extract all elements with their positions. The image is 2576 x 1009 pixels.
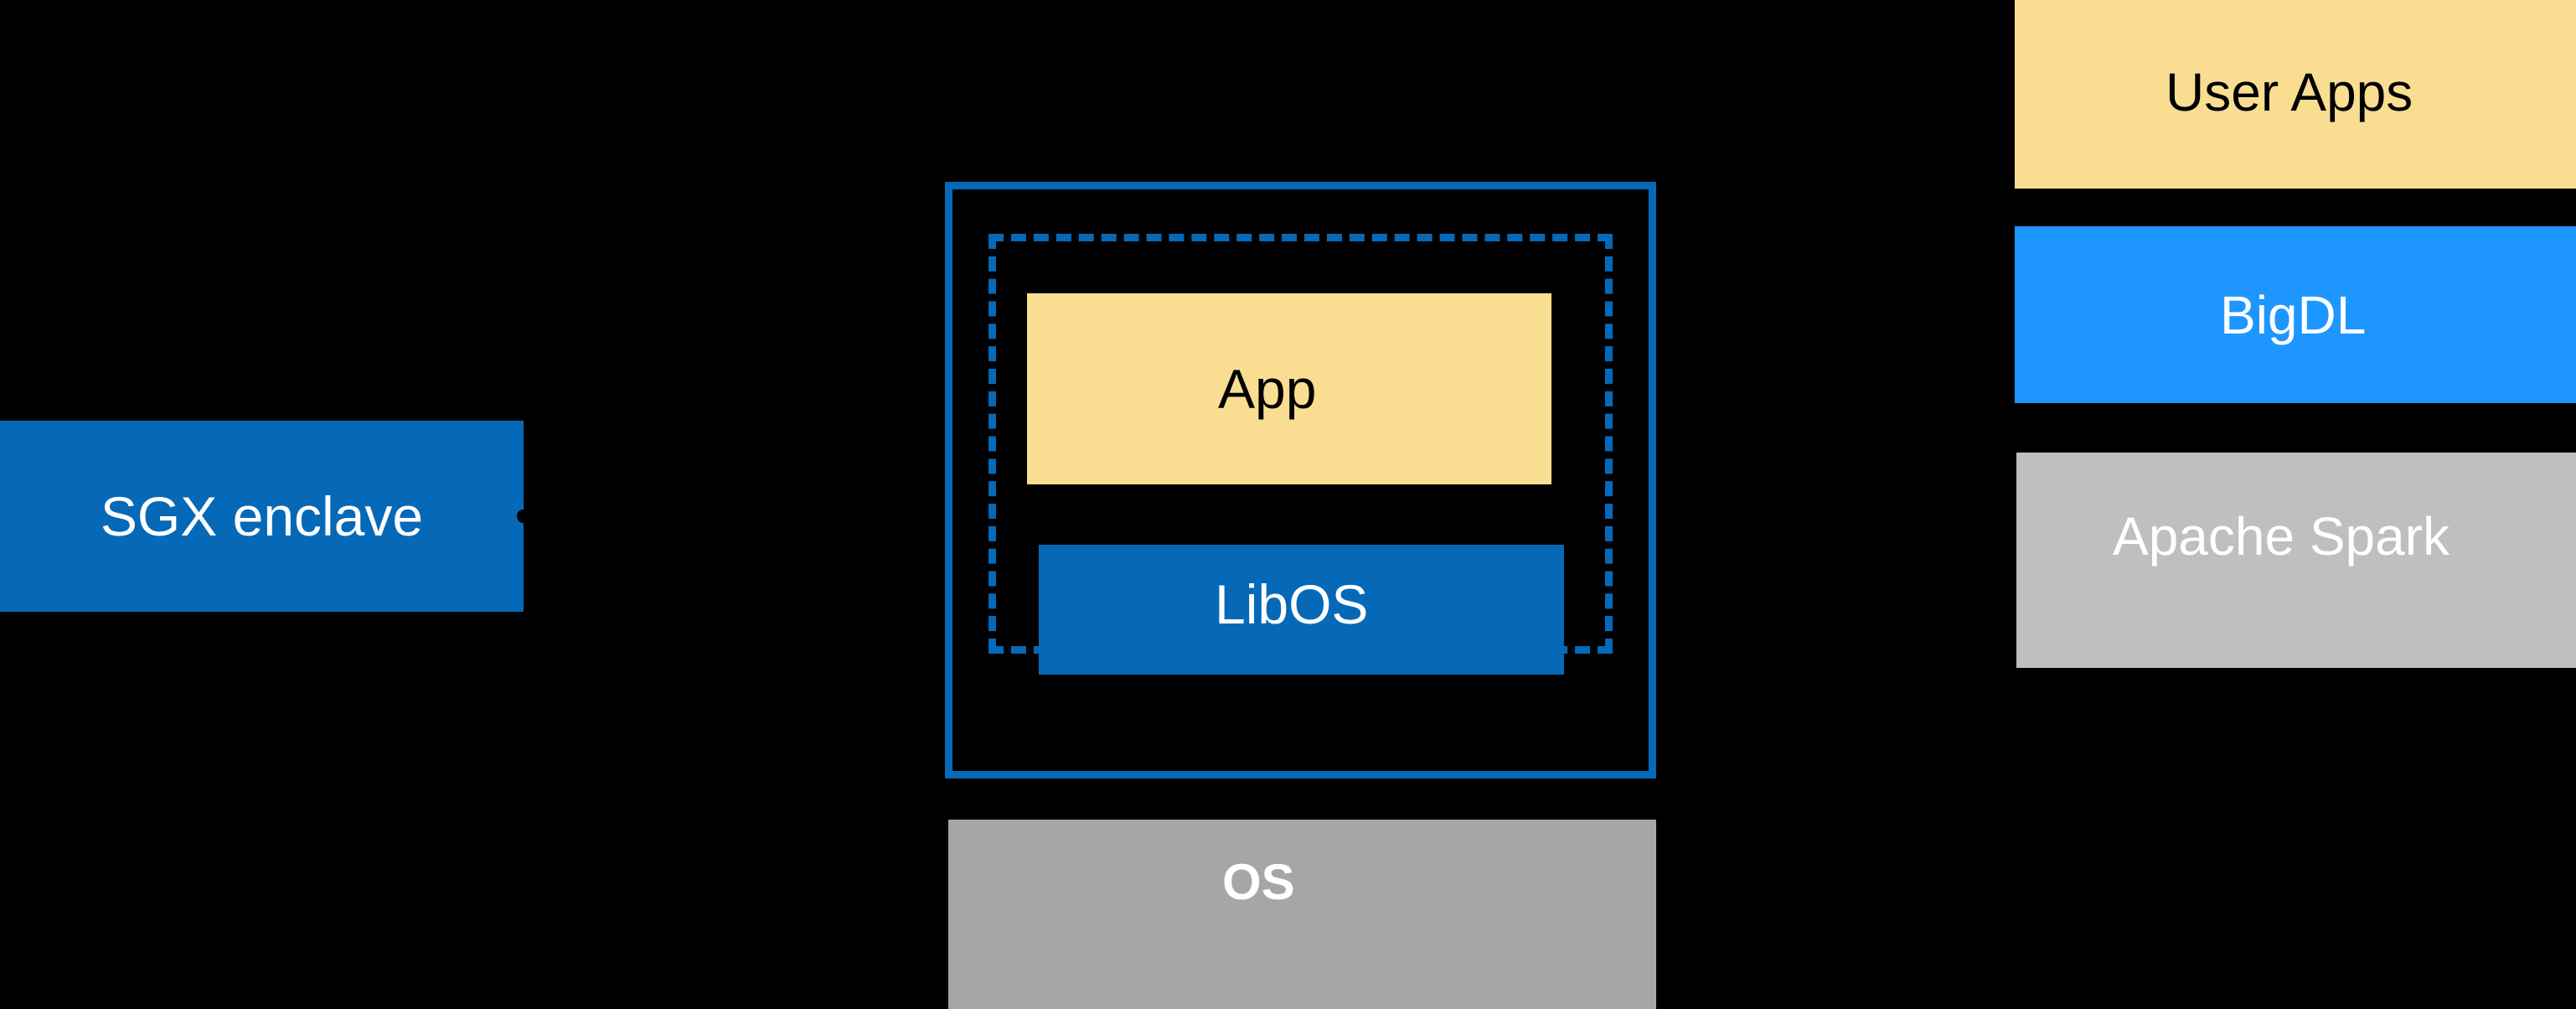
sgx-connector-arrowhead-icon [517,510,529,523]
user-apps-label: User Apps [2166,62,2413,122]
user-apps-box: User Apps [2015,0,2576,189]
sgx-enclave-box: SGX enclave [0,421,524,612]
os-label: OS [1222,854,1295,910]
app-box: App [1027,293,1551,484]
os-box: OS [948,820,1656,1009]
apache-spark-box: Apache Spark [2016,453,2576,668]
bigdl-label: BigDL [2220,284,2367,345]
app-label: App [1218,358,1317,420]
bigdl-box: BigDL [2015,226,2576,403]
sgx-enclave-label: SGX enclave [100,485,424,547]
enclave-outer-frame [945,182,1656,779]
apache-spark-label: Apache Spark [2113,506,2450,567]
libos-label: LibOS [1215,573,1369,635]
libos-box: LibOS [1039,545,1564,675]
